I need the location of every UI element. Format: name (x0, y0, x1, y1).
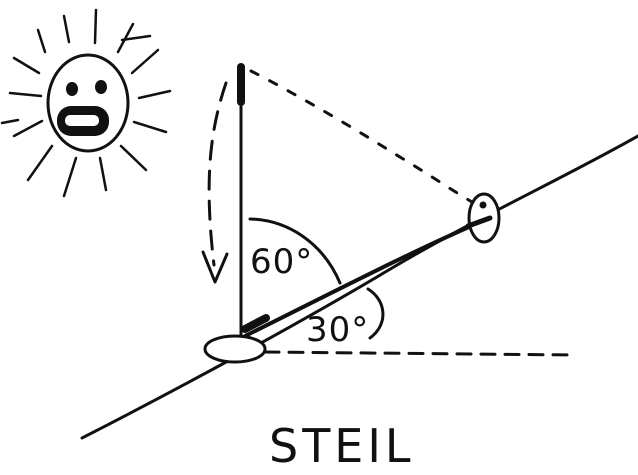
diagram-caption: STEIL (269, 419, 415, 473)
dotted-connection-line (249, 69, 474, 204)
angle-arc-60 (248, 217, 342, 285)
downward-dashed-arrow (207, 81, 228, 267)
slope-line (80, 134, 638, 440)
horizontal-reference-dashed-line (263, 350, 577, 357)
angle-30-label: 30° (306, 310, 369, 350)
angle-arc-30 (366, 287, 385, 340)
base-anchor-ellipse (203, 334, 267, 364)
upper-slope-marker-dot (479, 201, 487, 209)
angle-60-label: 60° (250, 242, 313, 282)
base-anchor-mark (241, 314, 270, 333)
slope-overlay-line (243, 221, 480, 338)
downward-arrowhead (201, 250, 229, 284)
sun-face-icon (0, 8, 172, 198)
upper-slope-marker-contact (465, 215, 493, 229)
